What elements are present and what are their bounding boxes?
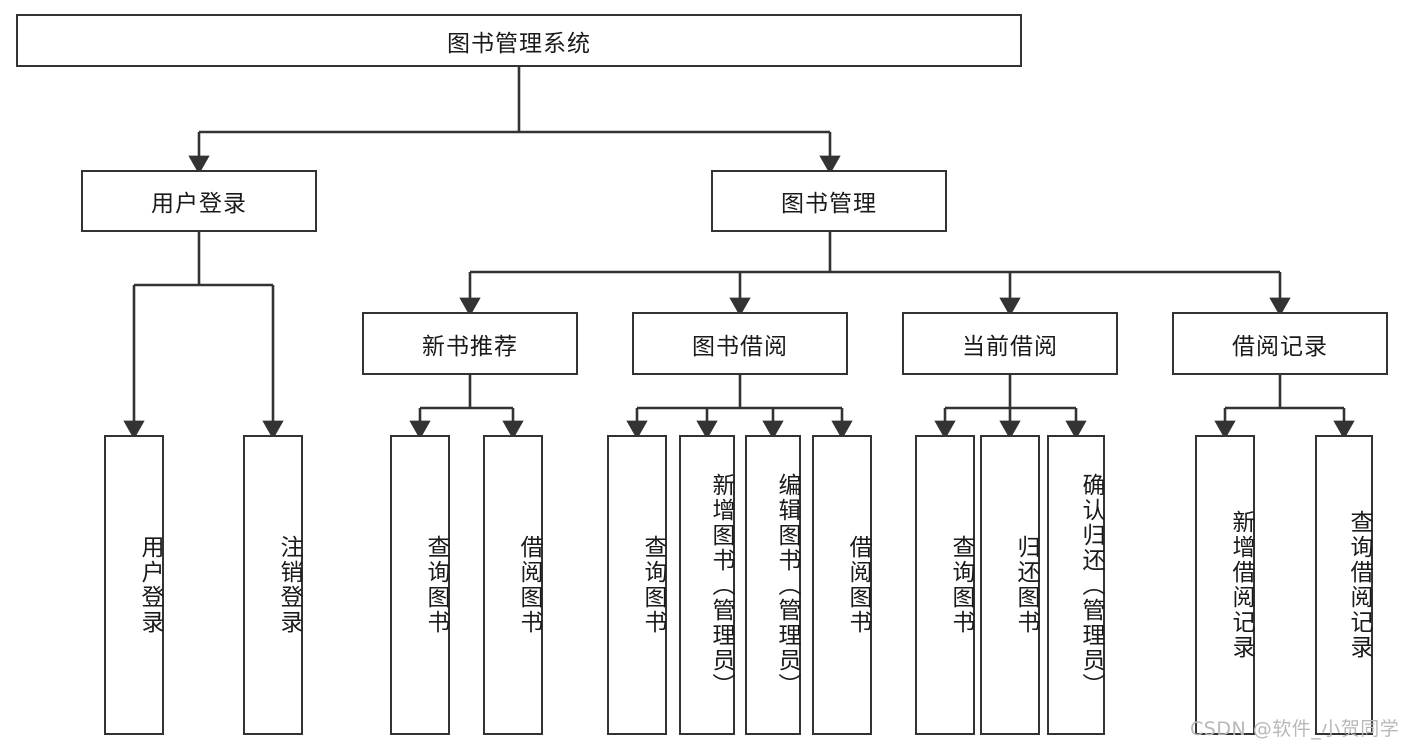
leaf-search-books-borrow[interactable]: 查询图书 [607, 435, 667, 735]
node-label: 查询图书 [640, 535, 666, 635]
node-label: 图书借阅 [692, 333, 788, 360]
leaf-add-book-admin[interactable]: 新增图书（管理员） [679, 435, 735, 735]
leaf-confirm-return-admin[interactable]: 确认归还（管理员） [1047, 435, 1105, 735]
node-label: 新增借阅记录 [1228, 510, 1254, 660]
node-label: 注销登录 [276, 535, 302, 635]
leaf-search-borrow-record[interactable]: 查询借阅记录 [1315, 435, 1373, 735]
leaf-user-login[interactable]: 用户登录 [104, 435, 164, 735]
node-label: 借阅记录 [1232, 333, 1328, 360]
leaf-search-books-current[interactable]: 查询图书 [915, 435, 975, 735]
leaf-edit-book-admin[interactable]: 编辑图书（管理员） [745, 435, 801, 735]
node-label: 归还图书 [1013, 535, 1039, 635]
node-label: 查询图书 [948, 535, 974, 635]
node-root-library-system[interactable]: 图书管理系统 [16, 14, 1022, 67]
node-label: 新书推荐 [422, 333, 518, 360]
node-label: 查询借阅记录 [1346, 510, 1372, 660]
node-book-management[interactable]: 图书管理 [711, 170, 947, 232]
node-new-book-recommend[interactable]: 新书推荐 [362, 312, 578, 375]
leaf-borrow-books-borrow[interactable]: 借阅图书 [812, 435, 872, 735]
node-label: 借阅图书 [845, 535, 871, 635]
leaf-return-books[interactable]: 归还图书 [980, 435, 1040, 735]
node-label: 用户登录 [137, 535, 163, 635]
node-label: 用户登录 [151, 191, 247, 217]
node-label: 新增图书（管理员） [708, 472, 734, 698]
leaf-logout[interactable]: 注销登录 [243, 435, 303, 735]
node-label: 确认归还（管理员） [1078, 472, 1104, 698]
node-book-borrow[interactable]: 图书借阅 [632, 312, 848, 375]
node-label: 编辑图书（管理员） [774, 472, 800, 698]
node-label: 当前借阅 [962, 333, 1058, 360]
leaf-search-books-newbook[interactable]: 查询图书 [390, 435, 450, 735]
node-current-borrow[interactable]: 当前借阅 [902, 312, 1118, 375]
node-label: 图书管理系统 [447, 30, 591, 57]
node-label: 借阅图书 [516, 535, 542, 635]
leaf-add-borrow-record[interactable]: 新增借阅记录 [1195, 435, 1255, 735]
node-label: 图书管理 [781, 191, 877, 217]
leaf-borrow-books-newbook[interactable]: 借阅图书 [483, 435, 543, 735]
node-user-login[interactable]: 用户登录 [81, 170, 317, 232]
node-borrow-record[interactable]: 借阅记录 [1172, 312, 1388, 375]
node-label: 查询图书 [423, 535, 449, 635]
